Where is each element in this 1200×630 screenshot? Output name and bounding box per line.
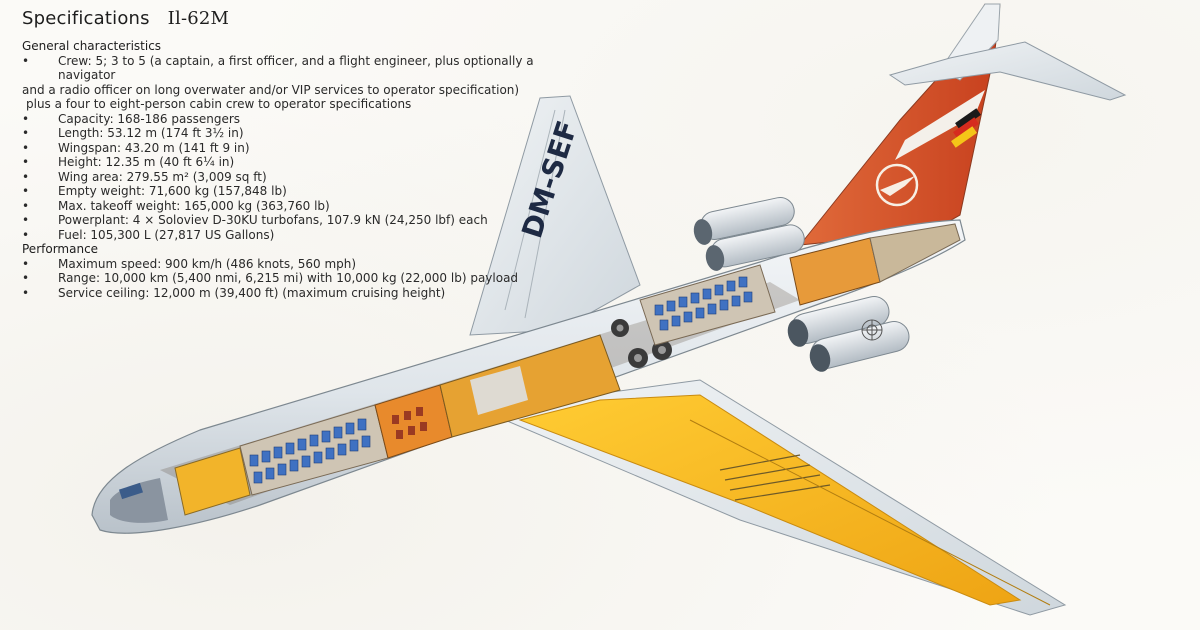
performance-item: • Range: 10,000 km (5,400 nmi, 6,215 mi) … [22,271,582,286]
crew-line-3: plus a four to eight-person cabin crew t… [26,97,412,111]
specifications-panel: Specifications Il-62M General characteri… [22,8,582,300]
forward-passenger-cabin [239,404,389,496]
spec-item: • Wing area: 279.55 m² (3,009 sq ft) [22,170,582,185]
bullet-icon: • [22,271,30,285]
performance-item-text: Range: 10,000 km (5,400 nmi, 6,215 mi) w… [58,271,519,285]
spec-item-text: Height: 12.35 m (40 ft 6¼ in) [58,155,235,169]
title-label: Specifications [22,8,150,29]
upper-engine-pair [693,197,805,271]
spec-item: • Length: 53.12 m (174 ft 3½ in) [22,126,582,141]
performance-heading: Performance [22,242,99,256]
bullet-icon: • [22,169,30,184]
bullet-icon: • [22,198,30,213]
spec-item-text: Wing area: 279.55 m² (3,009 sq ft) [58,169,267,184]
performance-item-text: Maximum speed: 900 km/h (486 knots, 560 … [58,256,357,271]
mid-cabin [374,384,453,459]
crew-item: • Crew: 5; 3 to 5 (a captain, a first of… [22,54,582,83]
bullet-icon: • [22,227,30,242]
spec-item: • Powerplant: 4 × Soloviev D-30KU turbofa… [22,213,582,228]
bullet-icon: • [22,256,30,271]
spec-item-text: Powerplant: 4 × Soloviev D-30KU turbofan… [58,213,488,227]
bullet-icon: • [22,213,30,227]
bullet-icon: • [22,140,30,155]
bullet-icon: • [22,184,30,198]
spec-item-text: Wingspan: 43.20 m (141 ft 9 in) [58,140,250,155]
general-characteristics-heading: General characteristics [22,39,162,53]
spec-item: • Height: 12.35 m (40 ft 6¼ in) [22,155,582,170]
spec-item: • Fuel: 105,300 L (27,817 US Gallons) [22,228,582,243]
crew-line-1: Crew: 5; 3 to 5 (a captain, a first offi… [58,53,534,83]
spec-item: • Empty weight: 71,600 kg (157,848 lb) [22,184,582,199]
performance-item-text: Service ceiling: 12,000 m (39,400 ft) (m… [58,285,446,300]
bullet-icon: • [22,155,30,169]
tail-fin [798,3,1001,246]
crew-line-2: and a radio officer on long overwater an… [22,82,520,97]
bullet-icon: • [22,126,30,140]
center-section [439,334,621,438]
cockpit-section [110,478,168,523]
bullet-icon: • [22,53,30,68]
spec-item-text: Capacity: 168-186 passengers [58,111,241,126]
aft-section [789,223,961,306]
rear-passenger-cabin [639,264,776,346]
forward-galley [174,447,251,516]
right-wing [503,379,1067,616]
spec-item-text: Empty weight: 71,600 kg (157,848 lb) [58,184,287,198]
spec-item: • Capacity: 168-186 passengers [22,112,582,127]
page-title: Specifications Il-62M [22,8,582,29]
spec-item: • Wingspan: 43.20 m (141 ft 9 in) [22,141,582,156]
spec-item-text: Max. takeoff weight: 165,000 kg (363,760… [58,198,330,213]
main-landing-gear [611,319,672,368]
performance-item: • Maximum speed: 900 km/h (486 knots, 560… [22,257,582,272]
spec-item-text: Fuel: 105,300 L (27,817 US Gallons) [58,227,275,242]
performance-item: • Service ceiling: 12,000 m (39,400 ft) (… [22,286,582,301]
horizontal-stabilizer [888,41,1127,101]
aircraft-model: Il-62M [167,8,230,29]
spec-item: • Max. takeoff weight: 165,000 kg (363,76… [22,199,582,214]
lower-engine-pair [787,296,910,372]
bullet-icon: • [22,111,30,126]
spec-item-text: Length: 53.12 m (174 ft 3½ in) [58,126,244,140]
bullet-icon: • [22,285,30,300]
